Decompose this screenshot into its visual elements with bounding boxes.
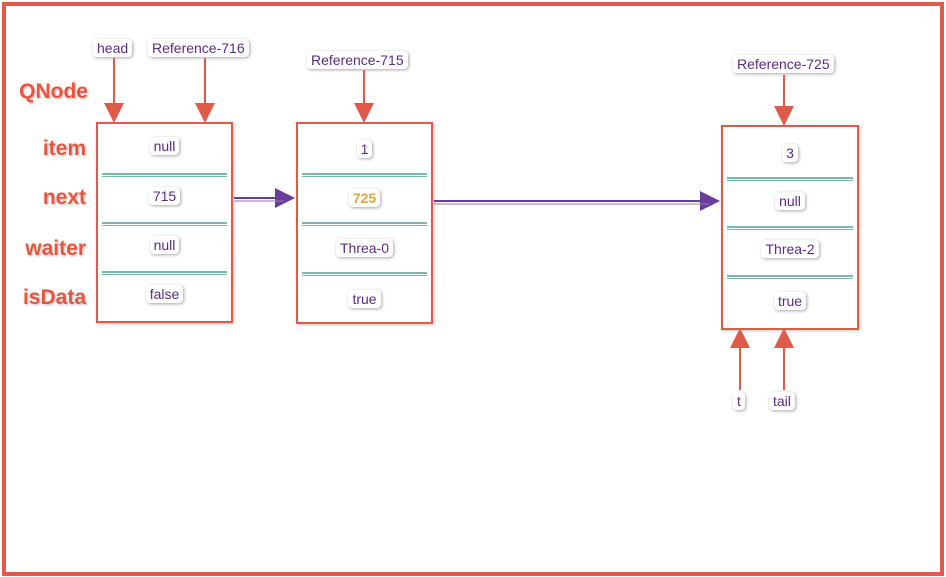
qnode-0-waiter-value: null: [149, 236, 180, 254]
t-pointer-label: t: [733, 392, 745, 410]
separator: [727, 177, 853, 181]
qnode-1-next-value: 725: [348, 189, 381, 207]
separator: [302, 173, 427, 177]
qnode-0-isdata: false: [98, 282, 231, 306]
qnode-2-isdata-value: true: [773, 292, 807, 310]
reference-725-label: Reference-725: [733, 55, 834, 73]
separator: [102, 173, 227, 177]
tail-pointer-label: tail: [769, 392, 795, 410]
waiter-label: waiter: [25, 237, 86, 260]
isdata-label: isData: [22, 286, 86, 309]
qnode-0-item-value: null: [149, 137, 180, 155]
separator: [727, 226, 853, 230]
qnode-0-waiter: null: [98, 233, 231, 257]
separator: [102, 222, 227, 226]
separator: [727, 275, 853, 279]
head-pointer-label: head: [93, 39, 133, 57]
qnode-2-next: null: [723, 189, 857, 213]
qnode-1-item: 1: [298, 137, 431, 161]
qnode-0-next-value: 715: [148, 187, 181, 205]
qnode-1-waiter-value: Threa-0: [335, 239, 394, 257]
qnode-0-next: 715: [98, 184, 231, 208]
qnode-1-isdata: true: [298, 287, 431, 311]
qnode-2-next-value: null: [775, 192, 805, 210]
reference-715-label: Reference-715: [307, 51, 408, 69]
qnode-2: 3 null Threa-2 true: [721, 125, 859, 330]
separator: [302, 272, 427, 276]
qnode-2-waiter-value: Threa-2: [761, 240, 819, 258]
separator: [102, 271, 227, 275]
qnode-0-isdata-value: false: [145, 285, 184, 303]
qnode-2-item-value: 3: [782, 144, 798, 162]
reference-716-label: Reference-716: [148, 39, 249, 57]
item-label: item: [42, 137, 86, 160]
qnode-1-item-value: 1: [356, 140, 373, 158]
qnode-0: null 715 null false: [96, 122, 233, 323]
separator: [302, 222, 427, 226]
qnode-1-isdata-value: true: [348, 290, 381, 308]
qnode-2-waiter: Threa-2: [723, 237, 857, 261]
qnode-1: 1 725 Threa-0 true: [296, 122, 433, 324]
qnode-2-item: 3: [723, 141, 857, 165]
qnode-1-next: 725: [298, 186, 431, 210]
qnode-2-isdata: true: [723, 289, 857, 313]
qnode-label: QNode: [19, 80, 88, 103]
qnode-1-waiter: Threa-0: [298, 236, 431, 260]
next-label: next: [42, 186, 86, 209]
qnode-0-item: null: [98, 134, 231, 158]
